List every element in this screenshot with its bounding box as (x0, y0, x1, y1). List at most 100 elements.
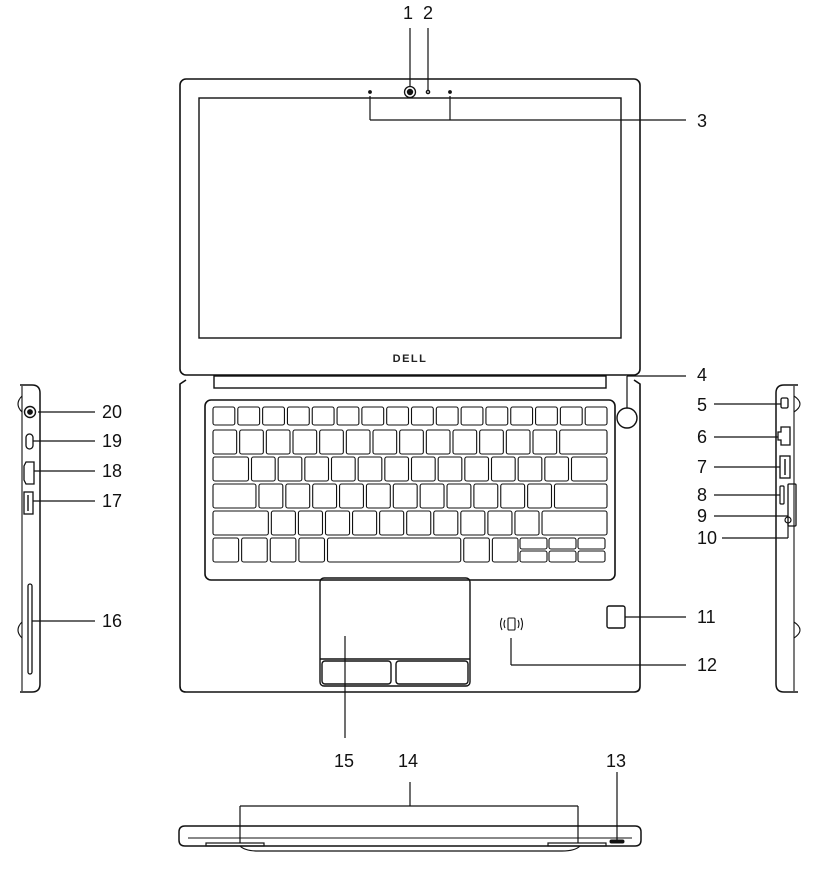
keyboard-key (269, 537, 297, 563)
keyboard-key (326, 537, 462, 563)
dell-logo: DELL (393, 353, 428, 365)
keyboard-key (410, 406, 434, 426)
microphone-right-icon (448, 90, 452, 94)
callout-14: 14 (398, 751, 419, 771)
front-view (178, 825, 642, 852)
keyboard-key (399, 429, 424, 455)
keyboard-key (312, 483, 338, 509)
network-port (777, 426, 791, 446)
laptop-base (179, 379, 641, 693)
hdmi-port (23, 461, 35, 485)
keyboard-key (505, 429, 531, 455)
keyboard-key (517, 456, 543, 482)
keyboard-key (548, 550, 577, 563)
camera-status-light-icon (425, 89, 431, 95)
touchpad-right-button (395, 660, 469, 685)
keyboard-key (559, 406, 583, 426)
keyboard-key (258, 483, 284, 509)
keyboard-key (361, 406, 385, 426)
keyboard-key (372, 429, 398, 455)
leader-lines (32, 28, 789, 843)
keyboard-frame (204, 399, 616, 581)
keyboard-key (297, 510, 324, 536)
callout-3: 3 (697, 111, 708, 131)
keyboard-key (352, 510, 378, 536)
keyboard-key (357, 456, 383, 482)
keyboard-key (292, 429, 318, 455)
keyboard-key (212, 406, 236, 426)
keyboard-key (577, 537, 606, 550)
keyboard-key (239, 429, 264, 455)
keyboard-key (419, 483, 445, 509)
keyboard-key (490, 456, 516, 482)
keyboard-key (212, 429, 238, 455)
callout-11: 11 (697, 607, 716, 627)
keyboard-key (379, 510, 405, 536)
keyboard-key (410, 456, 436, 482)
keyboard-key (298, 537, 326, 563)
keyboard-key (406, 510, 432, 536)
micro-sd-slot (779, 485, 785, 505)
callout-6: 6 (697, 427, 708, 447)
keyboard-key (345, 429, 371, 455)
keyboard-key (339, 483, 364, 509)
callout-4: 4 (697, 365, 708, 385)
keyboard-key (286, 406, 310, 426)
nfc-reader-icon (499, 617, 524, 631)
keyboard-key (463, 537, 490, 563)
keyboard-key (433, 510, 459, 536)
keyboard-key (392, 483, 418, 509)
callout-8: 8 (697, 485, 708, 505)
security-lock-slot (780, 397, 789, 409)
keyboard-key (464, 456, 490, 482)
keyboard-key (330, 456, 356, 482)
keyboard-key (241, 537, 268, 563)
callout-9: 9 (697, 506, 708, 526)
keyboard-key (212, 510, 269, 536)
keyboard-key (437, 456, 463, 482)
callout-13: 13 (606, 751, 627, 771)
keyboard-key (237, 406, 261, 426)
keyboard-key (491, 537, 519, 563)
sim-card-slot (787, 483, 797, 527)
keyboard-key (384, 456, 410, 482)
keyboard-key (570, 456, 608, 482)
keyboard-key (270, 510, 296, 536)
keyboard-key (514, 510, 540, 536)
keyboard-key (452, 429, 478, 455)
keyboard-key (541, 510, 608, 536)
keyboard-key (262, 406, 285, 426)
callout-19: 19 (102, 431, 123, 451)
usb-3-port (23, 491, 34, 515)
left-side-view (17, 384, 41, 693)
keyboard-key (212, 456, 250, 482)
callout-7: 7 (697, 457, 708, 477)
display-lid (179, 78, 641, 376)
keyboard-key (485, 406, 509, 426)
keyboard-key (446, 483, 472, 509)
keyboard-key (311, 406, 335, 426)
keyboard-key (212, 537, 240, 563)
callout-1: 1 (403, 3, 414, 23)
camera-icon (403, 85, 417, 99)
keyboard-key (527, 483, 553, 509)
keyboard-key (553, 483, 608, 509)
keyboard-key (548, 537, 577, 550)
keyboard-key (319, 429, 344, 455)
keyboard-key (212, 483, 257, 509)
keyboard-key (460, 510, 486, 536)
keyboard-key (500, 483, 526, 509)
callout-17: 17 (102, 491, 123, 511)
display-screen (198, 97, 622, 339)
callout-16: 16 (102, 611, 123, 631)
keyboard-key (559, 429, 608, 455)
keyboard-key (487, 510, 513, 536)
callout-15: 15 (334, 751, 355, 771)
hinge (213, 375, 607, 389)
smart-card-slot (27, 583, 33, 675)
keyboard-key (535, 406, 558, 426)
keyboard-key (577, 550, 606, 563)
callout-5: 5 (697, 395, 708, 415)
keyboard-key (365, 483, 391, 509)
